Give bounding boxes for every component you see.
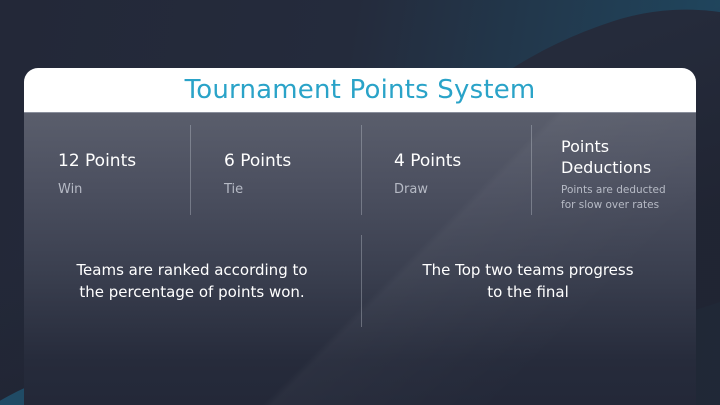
deductions-note-line2: for slow over rates xyxy=(561,199,660,211)
divider xyxy=(190,125,191,215)
card-header: Tournament Points System xyxy=(24,68,696,113)
deductions-title-line2: Deductions xyxy=(561,158,652,177)
ranking-note-line2: the percentage of points won. xyxy=(79,283,305,301)
deductions-title-line1: Points xyxy=(561,137,610,156)
divider xyxy=(531,125,532,215)
points-row: 12 Points Win 6 Points Tie 4 Points Draw… xyxy=(24,125,696,215)
stat-value: 4 Points xyxy=(394,151,462,171)
divider xyxy=(361,125,362,215)
stat-win: 12 Points Win xyxy=(24,125,190,215)
progression-note-line1: The Top two teams progress xyxy=(422,261,634,279)
stat-label: Win xyxy=(58,182,83,197)
stat-value: 12 Points xyxy=(58,151,137,171)
stat-value: 6 Points xyxy=(224,151,292,171)
stat-label: Tie xyxy=(224,182,244,197)
progression-note-line2: to the final xyxy=(487,283,569,301)
page-title: Tournament Points System xyxy=(184,75,536,105)
deductions-title: Points Deductions xyxy=(561,136,651,178)
card-body: 12 Points Win 6 Points Tie 4 Points Draw… xyxy=(24,113,696,405)
points-system-card: Tournament Points System 12 Points Win 6… xyxy=(24,68,696,405)
deductions-note: Points are deducted for slow over rates xyxy=(561,183,666,213)
stat-draw: 4 Points Draw xyxy=(358,125,526,215)
stat-tie: 6 Points Tie xyxy=(190,125,358,215)
ranking-note-line1: Teams are ranked according to xyxy=(76,261,308,279)
progression-note: The Top two teams progress to the final xyxy=(360,259,696,303)
deductions-note-line1: Points are deducted xyxy=(561,184,666,196)
ranking-note: Teams are ranked according to the percen… xyxy=(24,259,360,303)
stat-deductions: Points Deductions Points are deducted fo… xyxy=(526,125,694,215)
divider xyxy=(361,235,362,327)
stat-label: Draw xyxy=(394,182,428,197)
